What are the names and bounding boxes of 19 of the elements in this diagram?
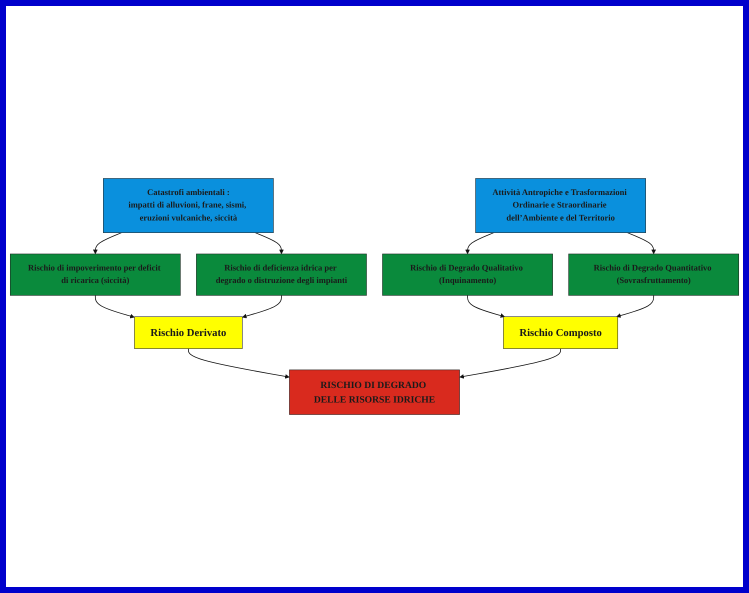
arrow — [93, 232, 122, 254]
node-box: Rischio Composto — [503, 316, 618, 349]
arrow — [459, 348, 561, 379]
node-box: Rischio di Degrado Quantitativo (Sovrasfruttamento) — [568, 254, 739, 296]
node-box: RISCHIO DI DEGRADO DELLE RISORSE IDRICHE — [289, 370, 460, 415]
arrow — [465, 232, 494, 254]
node-box: Rischio di Degrado Qualitativo (Inquinamento) — [382, 254, 553, 296]
node-box: Attività Antropiche e Trasformazioni Ordinarie e Straordinarie dell’Ambiente e del Territorio — [475, 178, 646, 233]
arrow — [627, 232, 656, 254]
node-box: Rischio Derivato — [134, 316, 243, 349]
arrow — [254, 232, 284, 254]
arrow — [242, 295, 282, 318]
arrow — [188, 348, 290, 379]
node-box: Catastrofi ambientali : impatti di alluvioni, frane, sismi, eruzioni vulcaniche, siccità — [103, 178, 274, 233]
arrow — [616, 295, 654, 318]
arrow — [94, 295, 135, 318]
node-box: Rischio di deficienza idrica per degrado o distruzione degli impianti — [196, 254, 367, 296]
node-box: Rischio di impoverimento per deficit di ricarica (siccità) — [10, 254, 181, 296]
arrow — [467, 295, 505, 318]
